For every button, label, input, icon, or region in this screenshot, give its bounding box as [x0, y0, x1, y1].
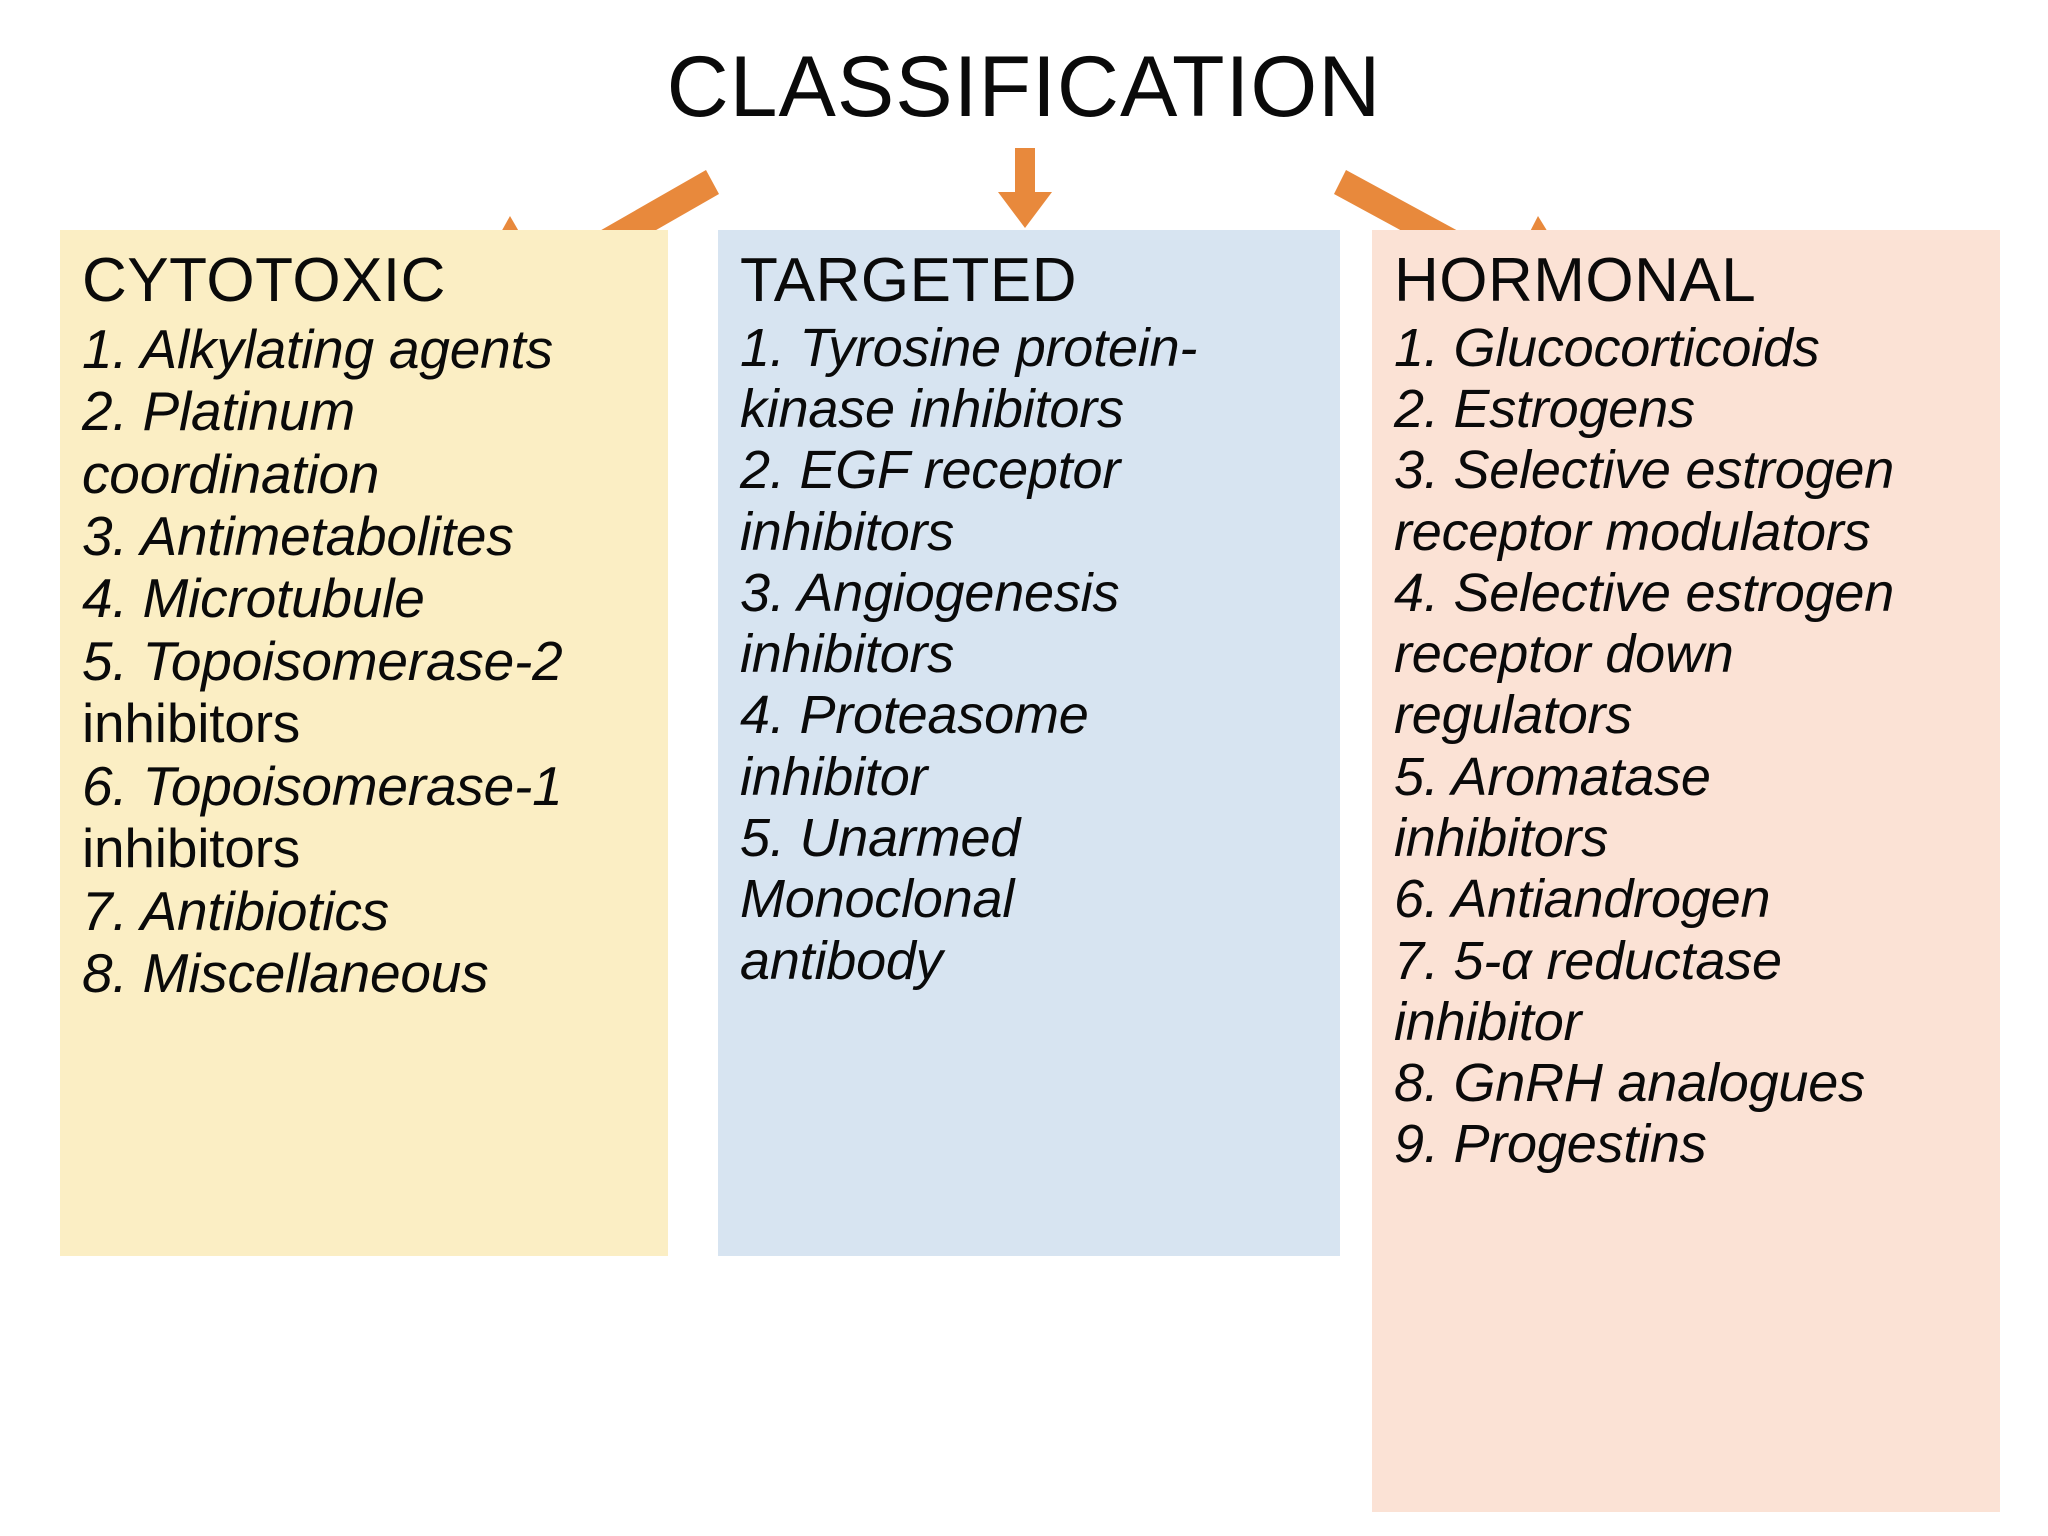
list-item-label: 1. Alkylating agents: [82, 317, 553, 380]
list-item-continuation: antibody: [740, 930, 943, 991]
list-item-continuation: regulators: [1394, 685, 1633, 746]
list-item-label: 4. Selective estrogen: [1394, 562, 1895, 623]
list-item-label: 6. Antiandrogen: [1394, 869, 1771, 930]
list-item-label: 9. Progestins: [1394, 1114, 1707, 1175]
list-item-label: 8. Miscellaneous: [82, 941, 489, 1004]
list-item: 8. GnRH analogues: [1394, 1053, 1986, 1114]
list-item-continuation: inhibitors: [740, 501, 955, 562]
list-item-label: 2. Estrogens: [1394, 379, 1695, 439]
list-item: 4. Microtubule: [82, 567, 654, 629]
list-item-label: 5. Topoisomerase-2: [82, 629, 563, 692]
list-item: 7. Antibiotics: [82, 880, 654, 942]
list-item: 1. Glucocorticoids: [1394, 318, 1986, 379]
list-item-label: 2. EGF receptor: [740, 440, 1121, 501]
list-item-label: 1. Glucocorticoids: [1394, 317, 1820, 378]
list-item-continuation: receptor down: [1394, 624, 1734, 685]
category-heading-targeted: TARGETED: [740, 246, 1077, 315]
list-item-continuation: inhibitors: [82, 692, 301, 755]
list-item-label: 3. Antimetabolites: [82, 504, 514, 567]
list-item-label: 7. Antibiotics: [82, 879, 389, 942]
category-box-targeted: TARGETED 1. Tyrosine protein-kinase inhi…: [718, 230, 1340, 1256]
category-heading-cytotoxic: CYTOTOXIC: [82, 246, 446, 315]
list-item: 9. Progestins: [1394, 1114, 1986, 1175]
list-item-continuation: inhibitors: [82, 817, 301, 880]
list-item-continuation: inhibitors: [1394, 807, 1609, 868]
list-item-label: 2. Platinum: [82, 380, 355, 443]
page-title: CLASSIFICATION: [666, 39, 1382, 135]
list-item-label: 4. Microtubule: [82, 567, 425, 630]
list-item-label: 1. Tyrosine protein-: [740, 317, 1198, 378]
list-item-continuation: kinase inhibitors: [740, 379, 1124, 439]
list-item-continuation: inhibitor: [1394, 991, 1582, 1052]
list-item-continuation: Monoclonal: [740, 869, 1015, 930]
list-item-label: 7. 5-α reductase: [1394, 930, 1782, 991]
list-item-label: 8. GnRH analogues: [1394, 1053, 1865, 1114]
list-item-label: 4. Proteasome: [740, 685, 1089, 746]
list-item-label: 3. Selective estrogen: [1394, 440, 1895, 501]
list-item-continuation: inhibitors: [740, 624, 955, 685]
list-item-label: 5. Unarmed: [740, 807, 1021, 868]
list-item-label: 6. Topoisomerase-1: [82, 754, 563, 817]
list-item: 2. Estrogens: [1394, 379, 1986, 440]
list-item-continuation: inhibitor: [740, 746, 928, 807]
list-item-label: 5. Aromatase: [1394, 746, 1711, 807]
list-item: 6. Antiandrogen: [1394, 869, 1986, 930]
list-item-continuation: receptor modulators: [1394, 501, 1871, 562]
list-item: 1. Alkylating agents: [82, 318, 654, 380]
list-item-continuation: coordination: [82, 442, 380, 505]
list-item: 1. Tyrosine protein-kinase inhibitors: [740, 318, 1326, 441]
category-heading-hormonal: HORMONAL: [1394, 246, 1757, 315]
list-item: 8. Miscellaneous: [82, 942, 654, 1004]
arrow-to-targeted-icon: [998, 148, 1052, 228]
list-item-label: 3. Angiogenesis: [740, 562, 1120, 623]
list-item: 3. Antimetabolites: [82, 505, 654, 567]
